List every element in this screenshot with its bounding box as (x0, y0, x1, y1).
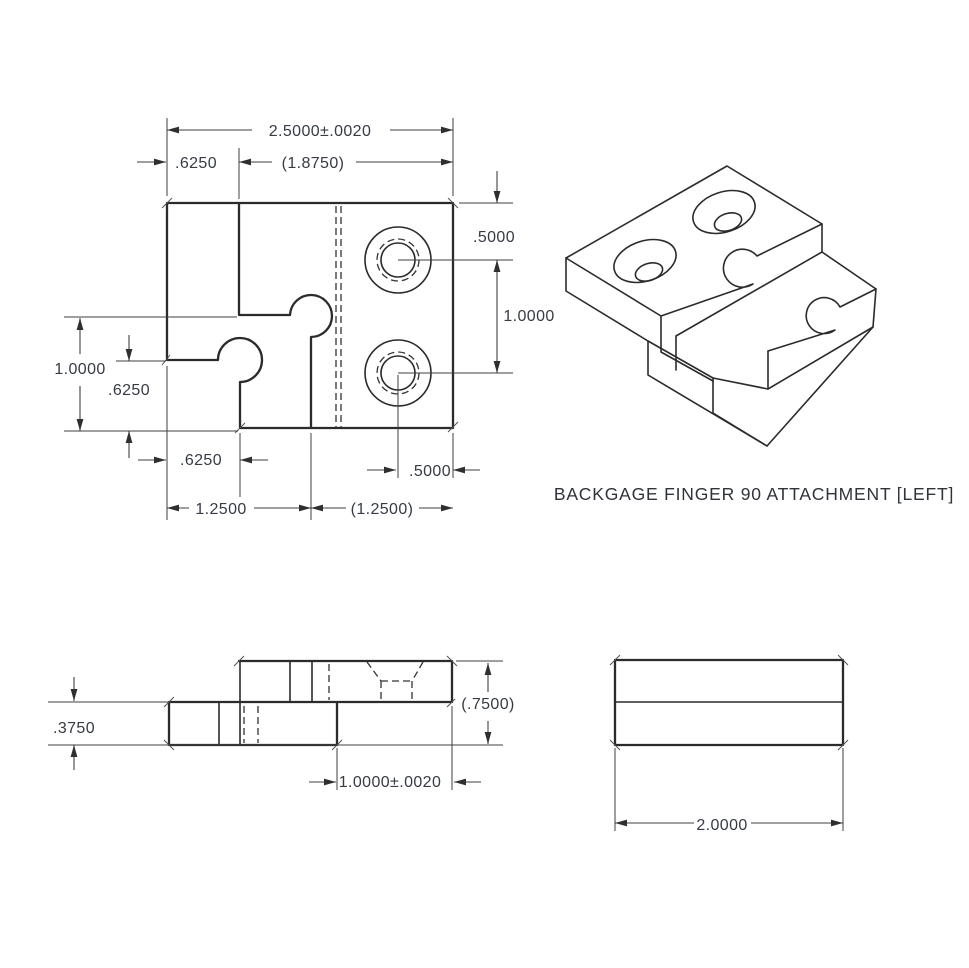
dim-bottom-step: .6250 (138, 452, 268, 469)
front-internal-edges (218, 660, 313, 746)
dim-top-offset: .6250 (137, 155, 217, 172)
front-extension-lines (48, 660, 503, 790)
iso-silhouette (565, 165, 877, 447)
dim-depth-label: 2.0000 (696, 817, 747, 834)
dim-overall-width: 2.5000±.0020 (167, 123, 453, 140)
plan-view: 2.5000±.0020 .6250 (1.8750) .5000 1.0000… (54, 118, 554, 520)
dim-left-height: 1.0000 (54, 318, 105, 431)
dim-bottom-right-ref: (1.2500) (311, 501, 453, 518)
dim-overall-thickness-label: (.7500) (461, 696, 515, 713)
dim-top-ref-width-label: (1.8750) (282, 155, 345, 172)
plan-step-and-keyhole (237, 201, 334, 430)
plan-outline (165, 201, 455, 430)
iso-countersink-hole-rear (692, 189, 756, 235)
dim-hole-top-offset-label: .5000 (473, 229, 515, 246)
end-corner-ticks (609, 654, 849, 751)
dim-depth: 2.0000 (615, 817, 843, 834)
iso-top-front-edge (565, 257, 714, 382)
dim-hole-right-offset-label: .5000 (409, 463, 451, 480)
dim-overall-width-label: 2.5000±.0020 (269, 123, 372, 140)
iso-step-wall-bottom (675, 251, 823, 371)
iso-step-edge-keyhole-top (660, 223, 823, 317)
front-hidden-edges (243, 664, 330, 743)
dim-hole-top-offset: .5000 (473, 171, 515, 246)
dim-bottom-left: 1.2500 (167, 501, 311, 518)
front-outline (167, 659, 454, 747)
dim-overall-thickness: (.7500) (461, 663, 515, 744)
dim-top-offset-label: .6250 (175, 155, 217, 172)
iso-countersink-hole-front (613, 238, 677, 284)
end-view: 2.0000 (609, 654, 849, 834)
dim-step-thickness-label: .3750 (53, 720, 95, 737)
plan-extension-lines (64, 118, 513, 520)
dim-tongue-length-label: 1.0000±.0020 (339, 774, 442, 791)
front-view: .3750 (.7500) 1.0000±.0020 (48, 655, 515, 791)
dim-left-step: .6250 (108, 335, 150, 458)
iso-under-step-edges (647, 340, 768, 447)
dim-hole-spacing: 1.0000 (493, 260, 554, 373)
dim-bottom-step-label: .6250 (180, 452, 222, 469)
dim-bottom-right-ref-label: (1.2500) (351, 501, 414, 518)
iso-platform-keyhole-edge (767, 288, 877, 352)
drawing-caption: BACKGAGE FINGER 90 ATTACHMENT [LEFT] (554, 484, 954, 504)
iso-platform-front-face (712, 326, 874, 390)
dim-bottom-left-label: 1.2500 (195, 501, 246, 518)
dim-top-ref-width: (1.8750) (239, 155, 453, 172)
dim-hole-spacing-label: 1.0000 (503, 308, 554, 325)
dim-step-thickness: .3750 (53, 677, 95, 770)
plan-corner-ticks (161, 197, 459, 434)
dim-hole-right-offset: .5000 (367, 463, 480, 480)
plan-hidden-step-edges (335, 206, 342, 427)
isometric-view: BACKGAGE FINGER 90 ATTACHMENT [LEFT] (554, 165, 954, 504)
end-extension-lines (614, 748, 844, 831)
dim-left-step-label: .6250 (108, 382, 150, 399)
front-hidden-countersink (366, 661, 424, 701)
dim-left-height-label: 1.0000 (54, 361, 105, 378)
dim-tongue-length: 1.0000±.0020 (309, 774, 481, 791)
